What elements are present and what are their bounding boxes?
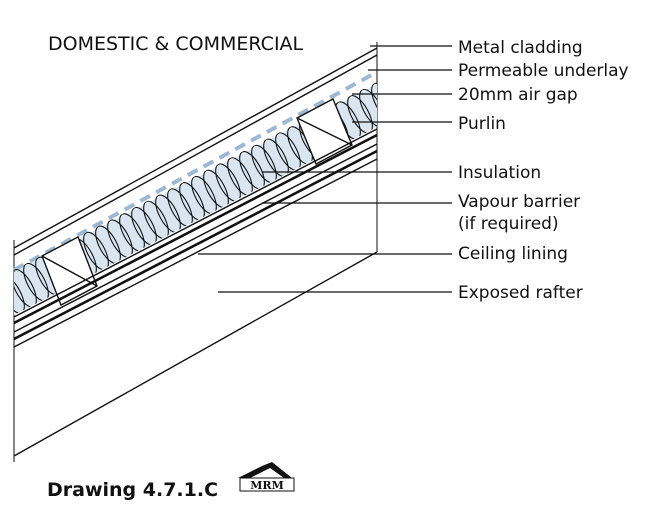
label-insulation: Insulation [458,163,541,183]
leader-lines [198,45,452,293]
label-vapour-barrier: Vapour barrier [458,192,580,212]
label-vapour-barrier-note: (if required) [458,214,559,234]
metal-cladding [13,47,378,256]
label-purlin: Purlin [458,114,506,134]
mrm-logo: MRM [238,462,295,492]
label-ceiling-lining: Ceiling lining [458,244,568,264]
label-exposed-rafter: Exposed rafter [458,283,583,303]
permeable-underlay [13,70,378,272]
ceiling-lining [13,143,378,348]
label-metal-cladding: Metal cladding [458,38,583,58]
insulation-coil [371,82,377,122]
purlin-right [296,98,353,165]
vapour-barrier [13,128,378,325]
insulation-coil [359,88,377,128]
exposed-rafter-underside [13,251,378,457]
drawing-title: DOMESTIC & COMMERCIAL [48,33,304,55]
label-air-gap: 20mm air gap [458,85,578,105]
label-permeable-underlay: Permeable underlay [458,61,629,81]
mrm-logo-text: MRM [250,479,284,492]
drawing-caption: Drawing 4.7.1.C [47,479,218,501]
